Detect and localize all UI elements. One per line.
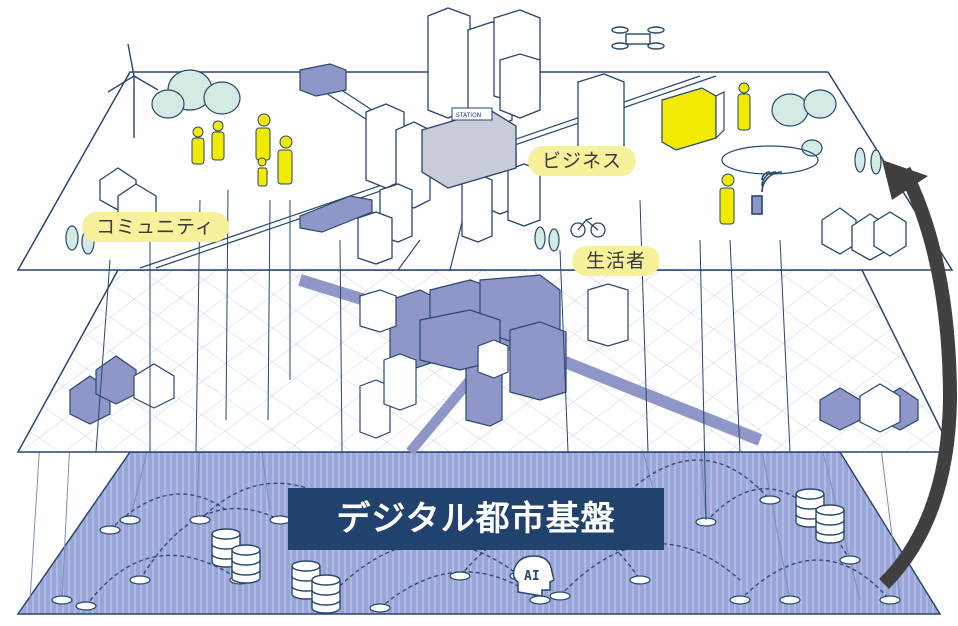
train bbox=[299, 63, 373, 233]
mid-layer-white-buildings bbox=[133, 283, 901, 439]
network-nodes bbox=[51, 495, 901, 613]
station-sign: STATION bbox=[456, 112, 481, 119]
top-buildings bbox=[99, 7, 907, 265]
curved-arrow-icon bbox=[879, 160, 958, 589]
middle-layer bbox=[16, 269, 954, 456]
yellow-kiosk bbox=[661, 87, 725, 151]
bicycle-icon bbox=[570, 217, 606, 238]
station-building: STATION bbox=[421, 107, 517, 189]
title-digital-city-infrastructure: デジタル都市基盤 bbox=[288, 488, 664, 550]
label-community: コミュニティ bbox=[82, 212, 229, 242]
label-business: ビジネス bbox=[528, 146, 637, 176]
drone-icon bbox=[611, 26, 665, 50]
ai-head-icon: AI bbox=[512, 555, 555, 597]
park-loop bbox=[721, 145, 819, 175]
ai-badge-text: AI bbox=[524, 569, 540, 584]
people-figures bbox=[191, 82, 751, 225]
top-layer: STATION bbox=[16, 7, 954, 521]
wind-turbine-icon bbox=[107, 43, 159, 138]
database-icon bbox=[211, 488, 845, 614]
top-hanging-lines bbox=[95, 189, 791, 521]
label-living: 生活者 bbox=[572, 246, 661, 276]
